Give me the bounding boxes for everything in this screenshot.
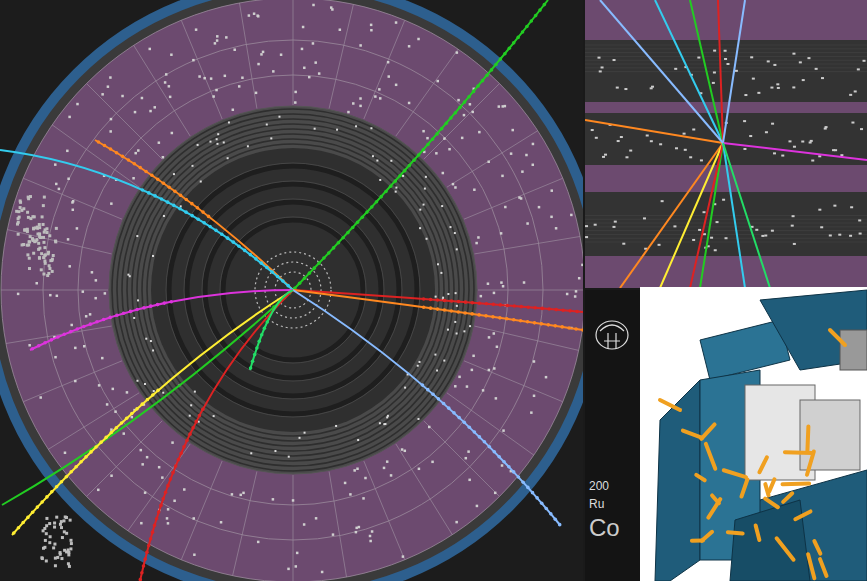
- 3d-detector-view: [640, 287, 867, 581]
- sct-rings: [166, 163, 420, 417]
- transverse-view: [0, 0, 599, 581]
- trt-rings: [112, 109, 474, 471]
- caption-text: Co: [589, 514, 620, 542]
- particle-tracks: [0, 0, 583, 581]
- run-text: Ru: [589, 497, 604, 511]
- detector-hits: [15, 4, 583, 573]
- info-panel: [585, 290, 640, 581]
- side-view: [585, 0, 867, 288]
- date-text: 200: [589, 479, 609, 493]
- tracker-outer: [109, 106, 477, 474]
- calorimeter-grid: [1, 0, 583, 581]
- outer-ring: [0, 0, 583, 581]
- atlas-logo: [596, 321, 628, 349]
- tracker-inner: [151, 148, 435, 432]
- calorimeter-region: [1, 0, 583, 581]
